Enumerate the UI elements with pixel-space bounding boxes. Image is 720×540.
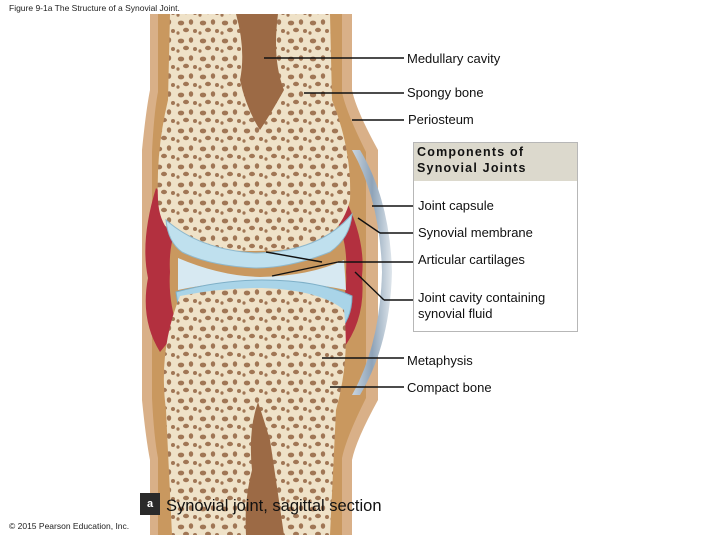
caption-badge: a [140, 493, 160, 515]
leader-synovial-membrane-a [357, 217, 381, 234]
joint-capsule [352, 150, 392, 395]
label-periosteum: Periosteum [408, 112, 474, 127]
figure-title: Figure 9-1a The Structure of a Synovial … [9, 3, 180, 13]
upper-bone-epiphysis [157, 14, 351, 251]
label-articular-cartilages: Articular cartilages [418, 252, 525, 267]
upper-articular-cartilage [165, 212, 353, 269]
label-joint-capsule: Joint capsule [418, 198, 494, 213]
label-joint-cavity: Joint cavity containing synovial fluid [418, 290, 546, 321]
copyright-notice: © 2015 Pearson Education, Inc. [9, 521, 130, 531]
label-synovial-membrane: Synovial membrane [418, 225, 533, 240]
components-box-title-line1: Components of [417, 145, 525, 159]
caption-text: Synovial joint, sagittal section [166, 497, 382, 515]
leader-articular-b [265, 251, 323, 263]
components-box: Components of Synovial Joints [413, 142, 578, 332]
synovial-membrane-right [332, 196, 363, 350]
joint-cavity [178, 258, 346, 290]
label-medullary-cavity: Medullary cavity [407, 51, 501, 66]
lower-bone-epiphysis [163, 288, 346, 535]
components-box-title-line2: Synovial Joints [417, 161, 527, 175]
components-box-header: Components of Synovial Joints [414, 143, 577, 181]
lower-medullary-cavity [245, 402, 284, 535]
label-spongy-bone: Spongy bone [407, 85, 484, 100]
leader-joint-cavity-a [354, 271, 385, 301]
medullary-cavity [236, 14, 284, 130]
leader-articular-a [271, 261, 339, 277]
label-compact-bone: Compact bone [407, 380, 492, 395]
leader-lines [264, 57, 414, 388]
label-metaphysis: Metaphysis [407, 353, 473, 368]
